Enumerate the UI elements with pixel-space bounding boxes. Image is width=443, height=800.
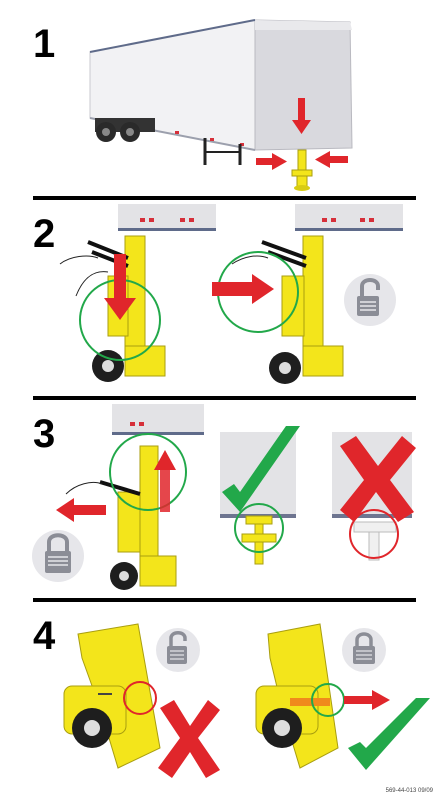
trailer-underside [112,404,204,435]
green-check-icon [348,698,430,770]
step-2-illustration [59,204,403,384]
jack-closeup-icon [255,623,339,769]
highlight-circle [349,509,399,559]
locked-padlock-icon [342,628,386,672]
step-4-illustration [63,623,430,778]
jack-stand-icon [291,149,313,191]
unlocked-padlock-icon [156,628,200,672]
trailer [89,19,353,165]
highlight-circle [234,503,284,553]
right-arrow-icon [256,153,287,170]
incorrect-position-panel [332,432,416,561]
step-1-number: 1 [33,22,56,66]
footer-code: 569-44-013 09/09 [385,788,433,794]
step-divider [33,196,416,200]
jack-closeup-icon [63,623,161,769]
highlight-circle [123,681,157,715]
right-arrow-icon [212,274,274,304]
unlocked-padlock-icon [344,274,396,326]
step-1-illustration [89,19,353,191]
step-3-number: 3 [33,412,56,456]
left-arrow-icon [56,498,106,522]
trailer-jack-icon [231,235,344,384]
step-3-illustration [32,404,416,590]
correct-position-panel [220,426,300,565]
step-divider [33,598,416,602]
red-x-icon [158,700,220,778]
trailer-underside [295,204,403,231]
step-2-number: 2 [33,212,56,256]
green-check-icon [222,426,300,512]
step-4-number: 4 [33,614,56,658]
left-arrow-icon [315,151,348,168]
down-arrow-icon [292,98,311,134]
right-arrow-icon [344,690,390,710]
step-divider [33,396,416,400]
red-x-icon [340,436,416,522]
highlight-circle [109,433,187,511]
trailer-underside [118,204,216,231]
down-arrow-icon [104,254,136,320]
up-arrow-icon [154,450,176,512]
trailer-jack-icon [59,235,166,382]
locked-padlock-icon [32,530,84,582]
